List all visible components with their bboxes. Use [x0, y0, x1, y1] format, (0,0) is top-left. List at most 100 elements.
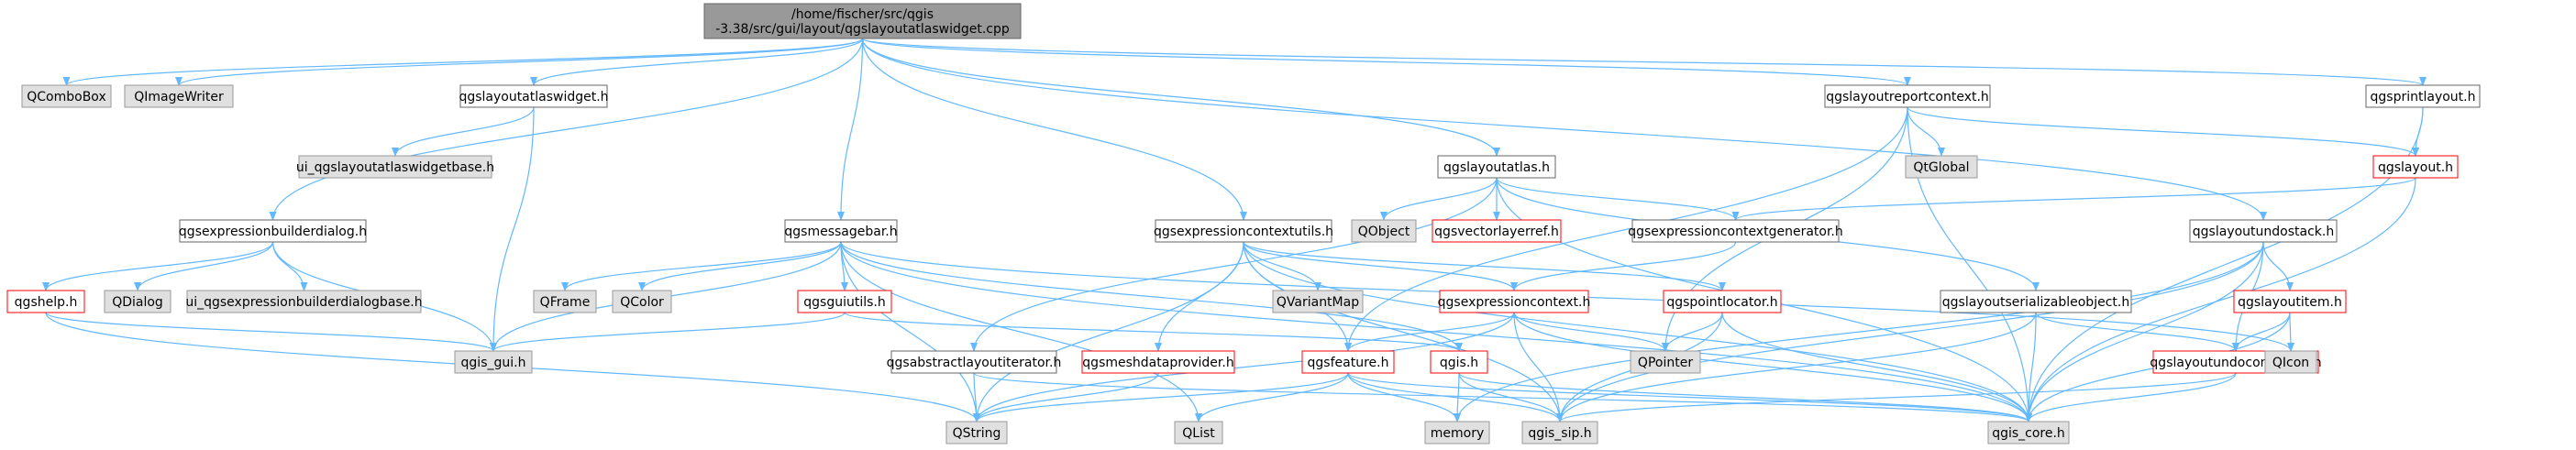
node-qdialog[interactable]: QDialog — [104, 290, 171, 313]
node-label: ui_qgsexpressionbuilderdialogbase.h — [185, 295, 422, 310]
node-box — [2372, 155, 2459, 179]
node-label: qgslayoutitem.h — [2238, 295, 2342, 310]
edge-qgsexpressioncontext-h-to-qstring — [973, 312, 1515, 423]
node-label: qgsfeature.h — [1308, 356, 1389, 370]
node-box — [1521, 421, 1598, 445]
edge-root-to-qgslayoutreportcontext-h — [861, 38, 1911, 86]
node-qgis-core-h[interactable]: qgis_core.h — [1987, 421, 2070, 445]
node-qgsmeshdataprovider-h[interactable]: qgsmeshdataprovider.h — [1081, 350, 1235, 374]
node-qgsexpressioncontext-h[interactable]: qgsexpressioncontext.h — [1438, 290, 1591, 313]
node-box — [797, 290, 892, 313]
edge-qgsmessagebar-h-to-qstring — [840, 241, 980, 423]
node-qframe[interactable]: QFrame — [533, 290, 597, 313]
edge-qgsexpressioncontext-h-to-qgis-sip-h — [1513, 312, 1564, 423]
node-box — [1630, 350, 1701, 374]
node-qgslayoutitem-h[interactable]: qgslayoutitem.h — [2233, 290, 2347, 313]
node-qgslayoutreportcontext-h[interactable]: qgslayoutreportcontext.h — [1824, 84, 1991, 108]
node-label: qgis_sip.h — [1528, 426, 1591, 441]
edge-qgsfeature-h-to-qlist — [1195, 372, 1349, 423]
node-memory[interactable]: memory — [1424, 421, 1490, 445]
node-qgslayoutatlas-h[interactable]: qgslayoutatlas.h — [1437, 155, 1556, 179]
node-qgslayoutundostack-h[interactable]: qgslayoutundostack.h — [2189, 219, 2338, 243]
edge-qgsfeature-h-to-qgis-sip-h — [1347, 372, 1564, 423]
edge-qgslayoutreportcontext-h-to-qgsfeature-h — [1344, 106, 1908, 352]
node-box — [1424, 421, 1490, 445]
node-label: qgsabstractlayoutiterator.h — [887, 356, 1062, 370]
node-qcolor[interactable]: QColor — [612, 290, 672, 313]
node-box — [1439, 290, 1589, 313]
node-label: qgslayoutserializableobject.h — [1942, 295, 2129, 310]
node-root[interactable]: /home/fischer/src/qgis-3.38/src/gui/layo… — [703, 3, 1022, 39]
node-box — [1437, 155, 1556, 179]
node-box — [21, 84, 112, 108]
node-qgsprintlayout-h[interactable]: qgsprintlayout.h — [2365, 84, 2481, 108]
node-box — [459, 84, 608, 108]
node-qgis-h[interactable]: qgis.h — [1430, 350, 1488, 374]
edge-qgslayoutatlas-h-to-qobject — [1380, 177, 1498, 221]
edge-qgsfeature-h-to-memory — [1347, 372, 1461, 423]
edge-root-to-qgsprintlayout-h — [861, 38, 2427, 86]
node-label: QtGlobal — [1913, 160, 1969, 175]
node-qcombobox[interactable]: QComboBox — [21, 84, 112, 108]
node-box — [1663, 290, 1782, 313]
edge-qgsguiutils-h-to-qgis-gui-h — [490, 312, 846, 352]
node-qgslayout-h[interactable]: qgslayout.h — [2372, 155, 2459, 179]
node-box — [2264, 350, 2317, 374]
node-box — [890, 350, 1057, 374]
node-box — [533, 290, 597, 313]
edge-qgsabstractlayoutiterator-h-to-qgis-core-h — [973, 372, 2032, 423]
node-qicon[interactable]: QIcon — [2264, 350, 2317, 374]
node-label: qgsexpressioncontext.h — [1438, 295, 1591, 310]
node-label: qgsexpressionbuilderdialog.h — [179, 225, 367, 239]
node-label: QPointer — [1638, 356, 1693, 370]
edge-root-to-qgslayoutatlaswidget-h — [530, 38, 864, 86]
edge-qgslayoutundostack-h-to-memory — [1454, 241, 2264, 423]
node-qvariantmap[interactable]: QVariantMap — [1272, 290, 1364, 313]
edge-qgspointlocator-h-to-qgis-core-h — [1721, 312, 2032, 423]
node-qpointer[interactable]: QPointer — [1630, 350, 1701, 374]
node-qobject[interactable]: QObject — [1351, 219, 1417, 243]
node-qgslayoutserializableobject-h[interactable]: qgslayoutserializableobject.h — [1940, 290, 2132, 313]
node-ui-qgsexpressionbuilderdialogbase-h[interactable]: ui_qgsexpressionbuilderdialogbase.h — [185, 290, 423, 313]
node-qgsexpressionbuilderdialog-h[interactable]: qgsexpressionbuilderdialog.h — [179, 219, 367, 243]
node-qgis-gui-h[interactable]: qgis_gui.h — [454, 350, 533, 374]
edge-qgshelp-h-to-qgis-gui-h — [45, 312, 497, 352]
node-label: qgslayoutreportcontext.h — [1826, 90, 1989, 104]
edge-qgsexpressionbuilderdialog-h-to-qdialog — [134, 241, 274, 291]
edge-qgslayoutserializableobject-h-to-qgslayoutundocommand-h — [2035, 312, 2239, 352]
edge-qgslayoutundostack-h-to-qgis-sip-h — [1556, 241, 2264, 423]
node-qtglobal[interactable]: QtGlobal — [1905, 155, 1978, 179]
edge-qgslayoutundostack-h-to-qgslayoutitem-h — [2262, 241, 2294, 291]
node-qgis-sip-h[interactable]: qgis_sip.h — [1521, 421, 1598, 445]
node-box — [454, 350, 533, 374]
edge-qgsfeature-h-to-qstring — [973, 372, 1349, 423]
edge-qgsmessagebar-h-to-qframe — [561, 241, 842, 291]
edge-qgslayoutundocommand-h-to-qgis-core-h — [2025, 372, 2237, 423]
node-qimagewriter[interactable]: QImageWriter — [124, 84, 234, 108]
node-box — [1987, 421, 2070, 445]
node-qgsguiutils-h[interactable]: qgsguiutils.h — [797, 290, 892, 313]
node-ui-qgslayoutatlaswidgetbase-h[interactable]: ui_qgslayoutatlaswidgetbase.h — [296, 155, 494, 179]
node-label: qgshelp.h — [15, 295, 78, 310]
node-qstring[interactable]: QString — [945, 421, 1008, 445]
node-qgsmessagebar-h[interactable]: qgsmessagebar.h — [784, 219, 898, 243]
node-box — [6, 290, 85, 313]
node-qgsabstractlayoutiterator-h[interactable]: qgsabstractlayoutiterator.h — [887, 350, 1062, 374]
edge-qgsexpressioncontextutils-h-to-qvariantmap — [1243, 241, 1321, 291]
node-box — [1824, 84, 1991, 108]
node-qgsfeature-h[interactable]: qgsfeature.h — [1301, 350, 1395, 374]
node-qgsvectorlayerref-h[interactable]: qgsvectorlayerref.h — [1432, 219, 1562, 243]
node-qgshelp-h[interactable]: qgshelp.h — [6, 290, 85, 313]
node-qlist[interactable]: QList — [1174, 421, 1223, 445]
node-box — [2365, 84, 2481, 108]
edge-qgis-h-to-qgis-sip-h — [1458, 372, 1564, 423]
node-qgsexpressioncontextutils-h[interactable]: qgsexpressioncontextutils.h — [1154, 219, 1333, 243]
node-qgsexpressioncontextgenerator-h[interactable]: qgsexpressioncontextgenerator.h — [1628, 219, 1843, 243]
node-qgspointlocator-h[interactable]: qgspointlocator.h — [1663, 290, 1782, 313]
node-label: qgsmessagebar.h — [784, 225, 897, 239]
edge-qgsprintlayout-h-to-qgis-core-h — [2025, 106, 2424, 423]
node-qgslayoutatlaswidget-h[interactable]: qgslayoutatlaswidget.h — [459, 84, 609, 108]
node-box — [179, 219, 367, 243]
node-box — [1174, 421, 1223, 445]
node-box — [1430, 350, 1488, 374]
